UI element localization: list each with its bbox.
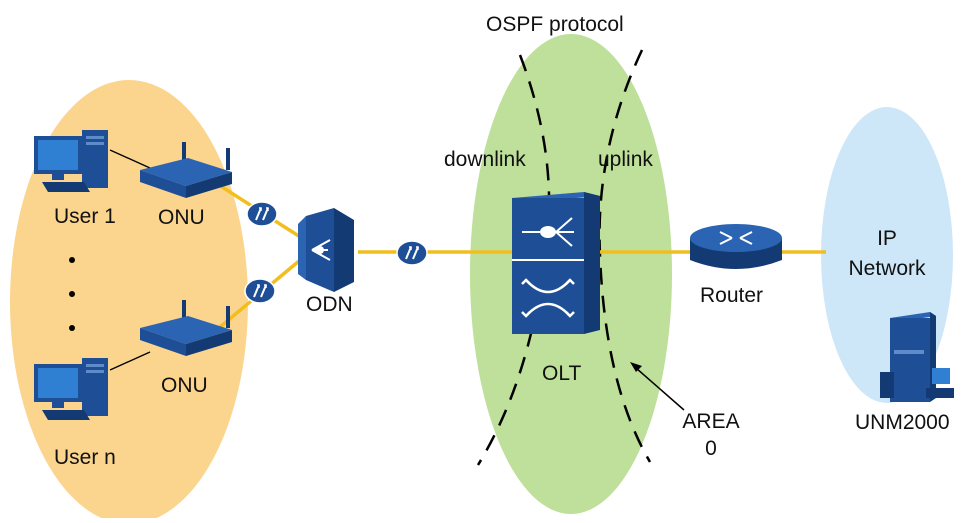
optical-signal-icon (246, 201, 278, 227)
optical-signal-icon (396, 240, 428, 266)
fiber-links (206, 176, 826, 339)
ethernet-cables (109, 149, 151, 371)
ellipsis-dot (69, 325, 75, 331)
user-n-label: User n (54, 446, 116, 469)
router-icon (690, 224, 782, 269)
splitter-icon (298, 208, 354, 292)
olt-label: OLT (542, 362, 582, 385)
optical-signal-icon (244, 278, 276, 304)
area-pointer-arrow (630, 362, 685, 411)
onu-label: ONU (161, 374, 208, 397)
uplink-label: uplink (598, 148, 653, 171)
ip-network-label-line1: IP (877, 227, 897, 250)
ospf-protocol-label: OSPF protocol (486, 13, 624, 36)
odn-label: ODN (306, 293, 353, 316)
server-icon (880, 312, 954, 402)
onu-label: ONU (158, 206, 205, 229)
onu-icon (140, 142, 232, 198)
area-label-line1: AREA (682, 410, 740, 433)
router-label: Router (700, 284, 764, 307)
olt-icon (512, 192, 600, 334)
onu-icon (140, 300, 232, 356)
area-label-line2: 0 (705, 437, 717, 460)
ellipsis-dot (69, 257, 75, 263)
pc-icon (34, 130, 108, 192)
pc-icon (34, 358, 108, 420)
unm2000-label: UNM2000 (855, 411, 950, 434)
user-1-label: User 1 (54, 205, 116, 228)
downlink-label: downlink (444, 148, 526, 171)
ip-network-label-line2: Network (848, 257, 926, 280)
ellipsis-dot (69, 291, 75, 297)
